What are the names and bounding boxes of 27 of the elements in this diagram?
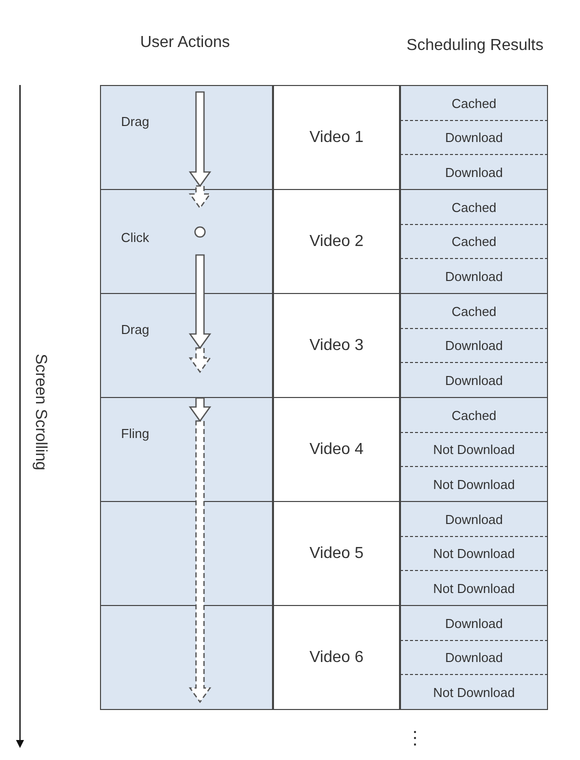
table-cell: Not Download [400, 674, 548, 710]
table-cell: Drag [100, 85, 273, 190]
table-cell: Cached [400, 189, 548, 225]
ellipsis: ⋮ [405, 727, 425, 750]
table-cell: Download [400, 258, 548, 294]
table-cell: Cached [400, 85, 548, 121]
table-cell: Cached [400, 224, 548, 260]
table-cell: Download [400, 640, 548, 676]
table-cell: Not Download [400, 570, 548, 606]
column-header: Scheduling Results [406, 36, 544, 56]
table-cell: Download [400, 501, 548, 537]
table-cell: Download [400, 328, 548, 364]
table-cell: Drag [100, 293, 273, 398]
table-cell: Not Download [400, 432, 548, 468]
table-cell: Click [100, 189, 273, 294]
table-cell: Download [400, 605, 548, 641]
table-cell: Cached [400, 293, 548, 329]
column-header: User Actions [139, 33, 231, 53]
table-cell: Cached [400, 397, 548, 433]
table-cell: Download [400, 154, 548, 190]
table-cell: Video 6 [273, 605, 400, 710]
table-cell: Not Download [400, 536, 548, 572]
table-cell: Fling [100, 397, 273, 502]
table-cell: Not Download [400, 466, 548, 502]
table-cell: Download [400, 120, 548, 156]
table-cell: Download [400, 362, 548, 398]
axis-label: Screen Scrolling [31, 352, 50, 472]
